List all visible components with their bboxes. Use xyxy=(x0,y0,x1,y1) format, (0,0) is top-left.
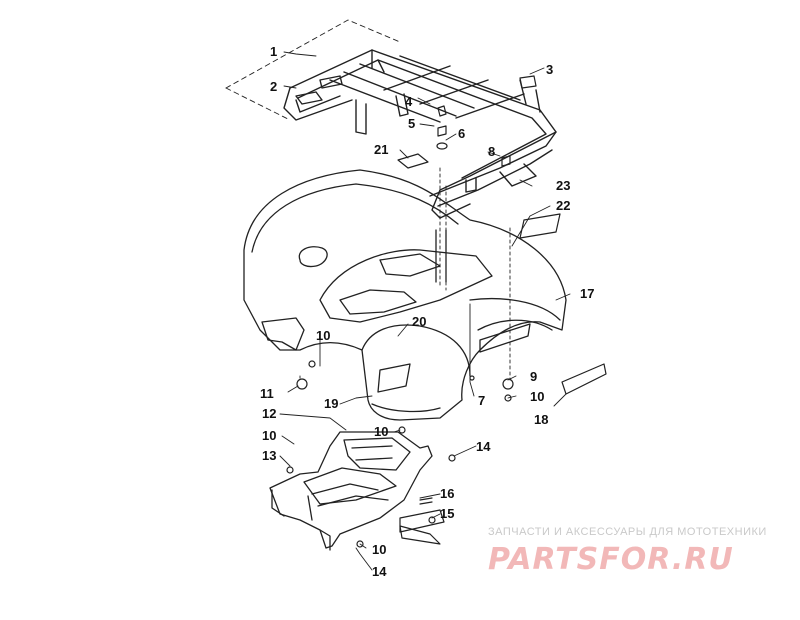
callout-4: 4 xyxy=(405,94,413,109)
callout-14-b: 14 xyxy=(372,564,387,579)
fasteners xyxy=(286,360,514,548)
left-footwell xyxy=(269,431,433,551)
rack-hardware xyxy=(436,75,537,167)
callout-11: 11 xyxy=(260,386,274,401)
callout-10-a: 10 xyxy=(316,328,330,343)
callout-10-c: 10 xyxy=(262,428,276,443)
callout-7: 7 xyxy=(478,393,485,408)
callout-16: 16 xyxy=(440,486,454,501)
callout-22: 22 xyxy=(556,198,570,213)
callout-17: 17 xyxy=(580,286,594,301)
callout-10-e: 10 xyxy=(372,542,386,557)
callout-14-a: 14 xyxy=(476,439,491,454)
callout-21: 21 xyxy=(374,142,388,157)
callout-5: 5 xyxy=(408,116,415,131)
callout-labels: 1 2 3 4 5 6 7 8 9 10 10 10 10 10 11 12 1… xyxy=(260,44,594,579)
callout-1: 1 xyxy=(270,44,277,59)
callout-18: 18 xyxy=(534,412,548,427)
decal-22 xyxy=(519,213,561,239)
rear-rack xyxy=(283,49,557,219)
leader-lines xyxy=(279,51,571,571)
callout-2: 2 xyxy=(270,79,277,94)
assembly-bracket xyxy=(225,19,401,121)
rear-fender xyxy=(243,169,567,421)
callout-13: 13 xyxy=(262,448,276,463)
callout-12: 12 xyxy=(262,406,276,421)
callout-20: 20 xyxy=(412,314,426,329)
decal-21 xyxy=(397,153,429,169)
side-panel xyxy=(399,497,445,545)
watermark-tagline: ЗАПЧАСТИ И АКСЕССУАРЫ ДЛЯ МОТОТЕХНИКИ xyxy=(488,526,767,538)
trim-strip xyxy=(561,363,607,395)
callout-15: 15 xyxy=(440,506,454,521)
callout-23: 23 xyxy=(556,178,570,193)
callout-10-d: 10 xyxy=(374,424,388,439)
callout-3: 3 xyxy=(546,62,553,77)
watermark-logo: PARTSFOR.RU xyxy=(488,542,734,577)
callout-8: 8 xyxy=(488,144,495,159)
callout-10-b: 10 xyxy=(530,389,544,404)
callout-9: 9 xyxy=(530,369,537,384)
callout-6: 6 xyxy=(458,126,465,141)
callout-19: 19 xyxy=(324,396,338,411)
